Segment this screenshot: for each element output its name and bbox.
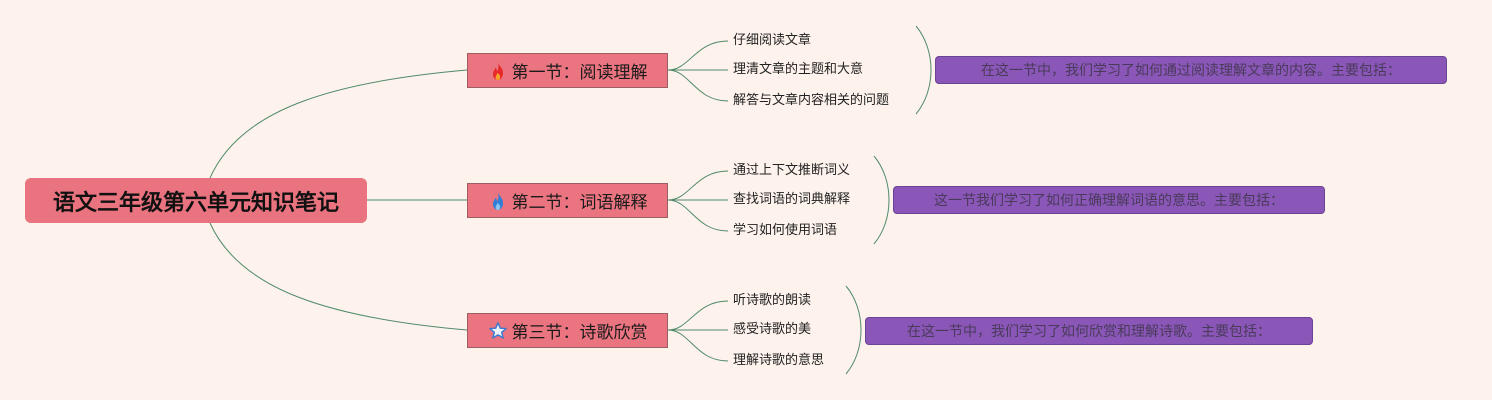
flame-drop-icon: [488, 191, 508, 211]
summary-text: 这一节我们学习了如何正确理解词语的意思。主要包括：: [934, 193, 1284, 209]
connector-s3-leaf-1: [667, 300, 729, 331]
leaf-item[interactable]: 听诗歌的朗读: [733, 293, 812, 308]
leaf-item[interactable]: 理解诗歌的意思: [733, 353, 825, 368]
leaf-item[interactable]: 解答与文章内容相关的问题: [733, 93, 890, 108]
section-label: 第二节：词语解释: [511, 193, 648, 213]
star-icon: [488, 321, 508, 341]
summary-text: 在这一节中，我们学习了如何通过阅读理解文章的内容。主要包括：: [981, 63, 1401, 79]
summary-bracket-2: [873, 155, 890, 245]
summary-box-2[interactable]: 这一节我们学习了如何正确理解词语的意思。主要包括：: [893, 186, 1325, 214]
summary-box-3[interactable]: 在这一节中，我们学习了如何欣赏和理解诗歌。主要包括：: [865, 317, 1313, 345]
summary-text: 在这一节中，我们学习了如何欣赏和理解诗歌。主要包括：: [907, 324, 1271, 340]
connector-root-section-3: [209, 222, 468, 331]
leaf-item[interactable]: 学习如何使用词语: [733, 223, 838, 238]
fire-icon: [488, 61, 508, 81]
connector-s3-leaf-3: [667, 329, 729, 362]
summary-bracket-1: [915, 25, 932, 115]
leaf-item[interactable]: 感受诗歌的美: [733, 322, 812, 337]
summary-box-1[interactable]: 在这一节中，我们学习了如何通过阅读理解文章的内容。主要包括：: [935, 56, 1447, 84]
section-node-2[interactable]: 第二节：词语解释: [467, 183, 668, 218]
connector-s1-leaf-3: [667, 69, 729, 102]
leaf-item[interactable]: 查找词语的词典解释: [733, 192, 851, 207]
section-label: 第一节：阅读理解: [511, 63, 648, 83]
leaf-item[interactable]: 理清文章的主题和大意: [733, 62, 864, 77]
section-node-1[interactable]: 第一节：阅读理解: [467, 53, 668, 88]
connector-root-section-1: [209, 69, 468, 179]
leaf-item[interactable]: 通过上下文推断词义: [733, 163, 851, 178]
root-node[interactable]: 语文三年级第六单元知识笔记: [25, 178, 367, 223]
connector-s1-leaf-1: [667, 40, 729, 71]
connector-s2-leaf-1: [667, 170, 729, 201]
root-label: 语文三年级第六单元知识笔记: [52, 190, 339, 216]
connector-s2-leaf-3: [667, 199, 729, 232]
section-node-3[interactable]: 第三节：诗歌欣赏: [467, 313, 668, 348]
section-label: 第三节：诗歌欣赏: [511, 323, 648, 343]
summary-bracket-3: [845, 285, 862, 375]
leaf-item[interactable]: 仔细阅读文章: [733, 33, 812, 48]
